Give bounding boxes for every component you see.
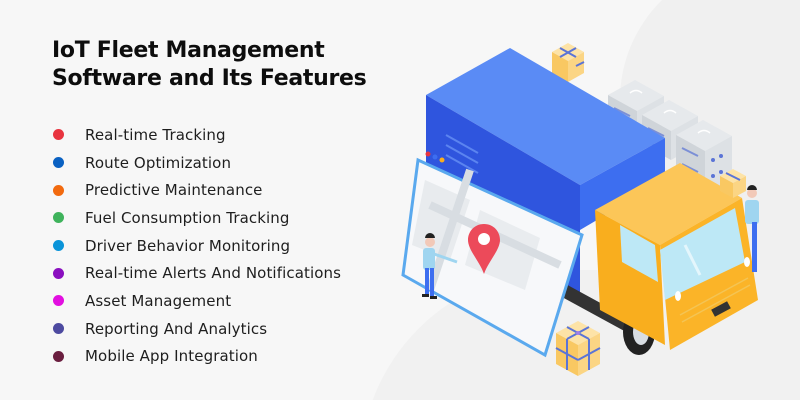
package-box-icon [552, 43, 585, 82]
feature-list: Real-time Tracking Route Optimization Pr… [52, 121, 392, 370]
feature-label: Real-time Alerts And Notifications [85, 264, 342, 283]
bullet-dot-icon [53, 323, 64, 335]
bullet-dot-icon [53, 350, 64, 362]
feature-label: Reporting And Analytics [85, 319, 268, 338]
feature-item: Real-time Alerts And Notifications [52, 259, 392, 287]
feature-item: Asset Management [52, 287, 392, 315]
feature-label: Predictive Maintenance [85, 181, 263, 200]
bullet-dot-icon [53, 295, 64, 307]
page-title: IoT Fleet Management Software and Its Fe… [52, 37, 392, 93]
feature-label: Asset Management [85, 291, 232, 310]
feature-label: Fuel Consumption Tracking [85, 208, 290, 227]
bullet-dot-icon [53, 240, 64, 252]
fleet-truck-illustration [401, 43, 759, 376]
feature-item: Reporting And Analytics [52, 315, 392, 343]
feature-label: Route Optimization [85, 153, 232, 172]
package-box-icon [555, 321, 601, 376]
feature-label: Mobile App Integration [85, 347, 258, 366]
person-figure-right [745, 185, 759, 272]
content-panel: IoT Fleet Management Software and Its Fe… [52, 37, 392, 370]
feature-item: Real-time Tracking [52, 121, 392, 149]
location-pin-icon [468, 224, 500, 274]
title-line-1: IoT Fleet Management [52, 38, 325, 63]
truck-cab [595, 163, 758, 350]
title-line-2: Software and Its Features [52, 66, 367, 91]
feature-label: Driver Behavior Monitoring [85, 236, 291, 255]
feature-item: Driver Behavior Monitoring [52, 232, 392, 260]
bullet-dot-icon [53, 129, 64, 141]
feature-item: Fuel Consumption Tracking [52, 204, 392, 232]
person-figure [422, 233, 458, 299]
feature-item: Mobile App Integration [52, 343, 392, 371]
package-box-icon [720, 169, 746, 198]
bullet-dot-icon [53, 184, 64, 196]
feature-label: Real-time Tracking [85, 125, 226, 144]
map-screen [401, 151, 584, 358]
feature-item: Route Optimization [52, 149, 392, 177]
feature-item: Predictive Maintenance [52, 176, 392, 204]
bullet-dot-icon [53, 157, 64, 169]
bullet-dot-icon [53, 212, 64, 224]
bullet-dot-icon [53, 267, 64, 279]
